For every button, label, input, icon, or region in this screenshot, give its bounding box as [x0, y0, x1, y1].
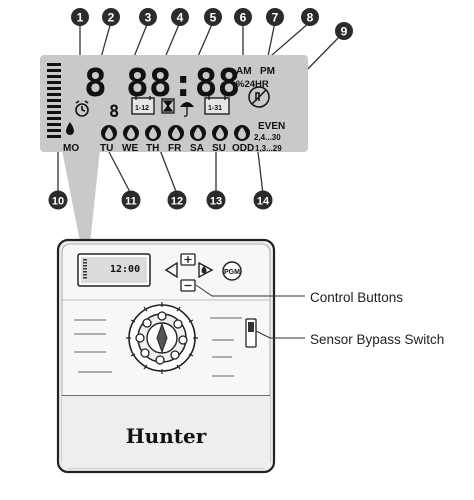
calendar-1-31-icon: 1-31: [204, 96, 230, 115]
svg-text:3: 3: [145, 11, 152, 25]
callout-14: 14: [253, 190, 273, 210]
lcd-bar-graph: [47, 63, 61, 138]
callout-2: 2: [102, 8, 120, 26]
callout-7: 7: [266, 8, 284, 26]
day-label-we: WE: [122, 143, 138, 154]
svg-text:11: 11: [125, 196, 137, 208]
day-drop-icon: [190, 125, 206, 141]
callout-3: 3: [139, 8, 157, 26]
controller-display-time: 12:00: [110, 264, 140, 275]
svg-text:5: 5: [210, 11, 217, 25]
svg-text:4: 4: [177, 11, 184, 25]
dial-position-labels: [74, 317, 242, 377]
lcd-24hr: %24HR: [236, 79, 269, 90]
controller-door: [62, 396, 270, 468]
callout-1: 1: [71, 8, 89, 26]
callout-12: 12: [167, 190, 187, 210]
day-drop-icons: [101, 125, 250, 141]
svg-text:2: 2: [108, 11, 115, 25]
day-drop-icon: [168, 125, 184, 141]
day-label-th: TH: [146, 143, 159, 154]
svg-text:PGM: PGM: [224, 269, 240, 276]
sensor-bypass-switch[interactable]: [245, 318, 257, 348]
lcd-odd: ODD: [232, 143, 254, 154]
day-drop-icon: [145, 125, 161, 141]
svg-text:8: 8: [307, 11, 314, 25]
calendar-1-12-label: 1-12: [135, 105, 149, 112]
day-drop-icon: [101, 125, 117, 141]
alarm-clock-icon: [75, 100, 89, 117]
control-buttons-label: Control Buttons: [310, 290, 403, 305]
calendar-1-12-icon: 1-12: [131, 96, 155, 115]
day-label-su: SU: [212, 143, 226, 154]
svg-text:14: 14: [257, 196, 270, 208]
annotation-leaders: [195, 284, 305, 339]
svg-text:12: 12: [171, 196, 183, 208]
hourglass-icon: [161, 98, 175, 114]
callout-8: 8: [301, 8, 319, 26]
calendar-1-31-label: 1-31: [208, 105, 222, 112]
lcd-pm: PM: [260, 66, 275, 77]
svg-text:7: 7: [272, 11, 279, 25]
brand-logo: Hunter: [126, 424, 207, 448]
svg-text:1: 1: [77, 11, 84, 25]
lcd-digit-left: 8: [84, 61, 107, 105]
callout-9: 9: [335, 22, 353, 40]
drop-icon: [66, 122, 74, 135]
svg-text:6: 6: [240, 11, 247, 25]
minus-button[interactable]: [180, 279, 196, 292]
weekday-labels: MO TU WE TH FR SA SU: [63, 143, 226, 154]
day-drop-icon: [212, 125, 228, 141]
callout-10: 10: [48, 190, 68, 210]
lcd-even: EVEN: [258, 121, 285, 132]
svg-text:13: 13: [210, 196, 222, 208]
callout-markers: 1 2 3 4 5 6 7 8: [48, 8, 353, 210]
day-label-sa: SA: [190, 143, 204, 154]
left-arrow-button[interactable]: [164, 261, 178, 279]
lcd-am: AM: [236, 66, 252, 77]
lcd-small-digit: 8: [109, 102, 119, 122]
svg-text:10: 10: [52, 196, 64, 208]
callout-4: 4: [171, 8, 189, 26]
callout-11: 11: [121, 190, 141, 210]
callout-5: 5: [204, 8, 222, 26]
day-drop-icon: [123, 125, 139, 141]
zoom-wedge: [62, 150, 100, 262]
umbrella-icon: [180, 102, 194, 117]
callout-6: 6: [234, 8, 252, 26]
sensor-bypass-label: Sensor Bypass Switch: [310, 332, 444, 347]
manual-run-button[interactable]: [198, 261, 214, 279]
lcd-odd-days: 1,3...29: [255, 144, 282, 153]
day-drop-icon: [234, 125, 250, 141]
callout-13: 13: [206, 190, 226, 210]
program-dial[interactable]: [126, 302, 198, 374]
irrigation-off-icon: [248, 86, 270, 108]
day-label-fr: FR: [168, 143, 182, 154]
lcd-even-days: 2,4...30: [254, 133, 281, 142]
day-label-mo: MO: [63, 143, 79, 154]
day-label-tu: TU: [100, 143, 113, 154]
controller: 12:00 PGM: [56, 238, 276, 474]
pgm-button[interactable]: PGM: [222, 261, 242, 281]
plus-button[interactable]: [180, 253, 196, 266]
svg-text:9: 9: [341, 25, 348, 39]
